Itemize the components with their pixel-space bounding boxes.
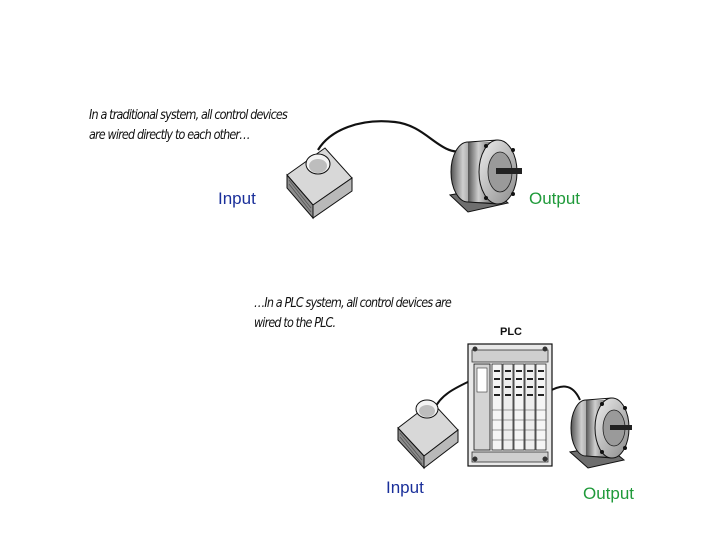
plc-caption-line2: wired to the PLC. (254, 315, 336, 331)
traditional-output-label: Output (529, 189, 581, 208)
plc-input-label: Input (386, 478, 424, 497)
plc-caption-line1: …In a PLC system, all control devices ar… (254, 295, 452, 311)
traditional-caption: In a traditional system, all control dev… (89, 105, 288, 145)
traditional-caption-line1: In a traditional system, all control dev… (89, 107, 288, 123)
plc-label: PLC (500, 326, 522, 338)
plc-rack-icon (467, 343, 553, 467)
traditional-motor-icon (448, 139, 522, 213)
plc-caption: …In a PLC system, all control devices ar… (254, 293, 452, 333)
traditional-pushbutton-switch-icon (286, 147, 353, 220)
plc-output-label: Output (583, 484, 635, 503)
traditional-input-label: Input (218, 189, 256, 208)
plc-output-wire (547, 385, 581, 401)
traditional-wire (317, 120, 471, 153)
traditional-caption-line2: are wired directly to each other… (89, 127, 250, 143)
plc-motor-icon (568, 397, 632, 469)
plc-input-wire (433, 379, 473, 411)
plc-pushbutton-switch-icon (397, 399, 459, 470)
